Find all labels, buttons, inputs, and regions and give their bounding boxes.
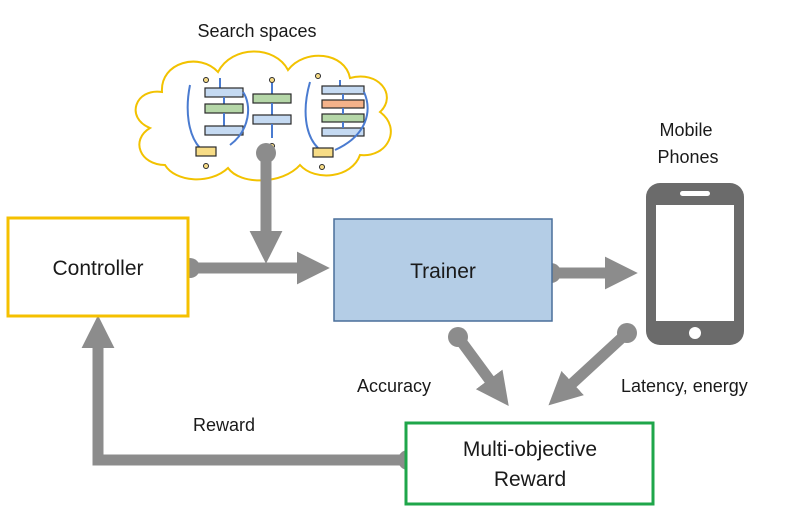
controller-box xyxy=(6,216,190,318)
reward-label-line1: Multi-objective xyxy=(463,438,597,461)
right-network-icon xyxy=(304,73,369,170)
latency-label: Latency, energy xyxy=(621,376,748,396)
controller-node: Controller xyxy=(6,216,190,318)
trainer-box xyxy=(333,218,553,322)
arrow-latency xyxy=(548,323,637,406)
arrow-reward-loop xyxy=(81,315,418,470)
left-network-icon xyxy=(186,77,250,169)
controller-label: Controller xyxy=(52,257,143,280)
phone-icon xyxy=(646,183,744,345)
mobile-label-line2: Phones xyxy=(657,147,718,167)
reward-label-line2: Reward xyxy=(494,468,566,491)
search-spaces-cloud xyxy=(134,50,392,182)
reward-node: Multi-objective Reward xyxy=(404,421,655,506)
arrow-accuracy xyxy=(448,327,509,406)
reward-box xyxy=(404,421,655,506)
mobile-label-line1: Mobile xyxy=(659,120,712,140)
arrow-controller-to-trainer xyxy=(180,251,330,285)
reward-edge-label: Reward xyxy=(193,415,255,435)
trainer-label: Trainer xyxy=(410,260,476,283)
search-spaces-title: Search spaces xyxy=(197,21,316,41)
trainer-node: Trainer xyxy=(333,218,553,322)
accuracy-label: Accuracy xyxy=(357,376,431,396)
arrow-search-to-line xyxy=(249,143,283,264)
